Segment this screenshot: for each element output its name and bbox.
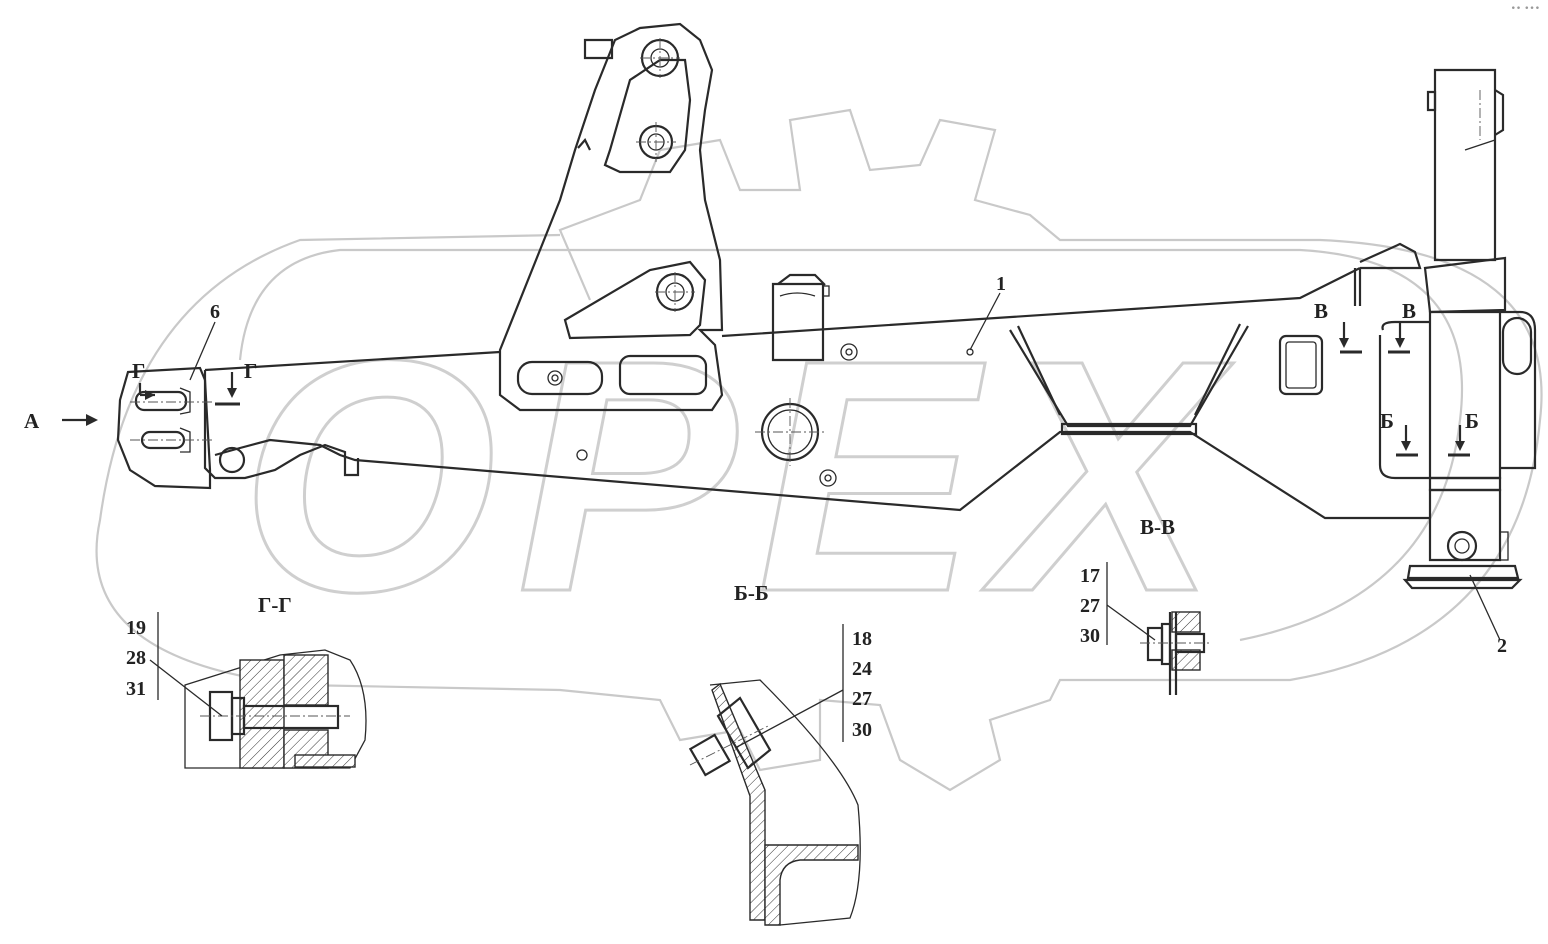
section-cut-marks <box>138 322 1470 457</box>
callout-part-6: 6 <box>210 301 220 323</box>
section-v-detail <box>1140 611 1210 695</box>
section-mark-g-right: Г <box>244 359 257 383</box>
section-title: Г-Г <box>258 593 292 617</box>
section-mark-v-right: В <box>1402 299 1416 323</box>
drawing-labels: А Г Г В В Б Б 6 1 2 Г-Г 19 28 31 Б-Б 18 … <box>24 273 1507 741</box>
view-arrow-label: А <box>24 409 40 433</box>
section-b-detail <box>688 679 861 926</box>
section-title: В-В <box>1140 515 1175 539</box>
section-mark-g-left: Г <box>132 359 145 383</box>
section-item: 19 <box>126 617 146 639</box>
section-item: 27 <box>1080 595 1100 617</box>
section-title: Б-Б <box>734 581 769 605</box>
callout-part-1: 1 <box>996 273 1006 295</box>
section-item: 30 <box>1080 625 1100 647</box>
main-frame <box>116 22 1537 590</box>
section-item: 17 <box>1080 565 1100 587</box>
section-item: 18 <box>852 628 872 650</box>
section-item: 27 <box>852 688 872 710</box>
section-mark-b-right: Б <box>1465 409 1479 433</box>
watermark-logo: OPEX <box>95 108 1543 792</box>
section-g-detail <box>184 649 367 769</box>
section-mark-v-left: В <box>1314 299 1328 323</box>
watermark-text: OPEX <box>240 291 1237 660</box>
section-mark-b-left: Б <box>1380 409 1394 433</box>
leader-lines <box>62 292 1501 749</box>
section-item: 30 <box>852 719 872 741</box>
section-item: 24 <box>852 658 872 680</box>
callout-part-2: 2 <box>1497 635 1507 657</box>
section-item: 28 <box>126 647 146 669</box>
corner-mark: •• ••• <box>1510 4 1540 14</box>
section-item: 31 <box>126 678 146 700</box>
